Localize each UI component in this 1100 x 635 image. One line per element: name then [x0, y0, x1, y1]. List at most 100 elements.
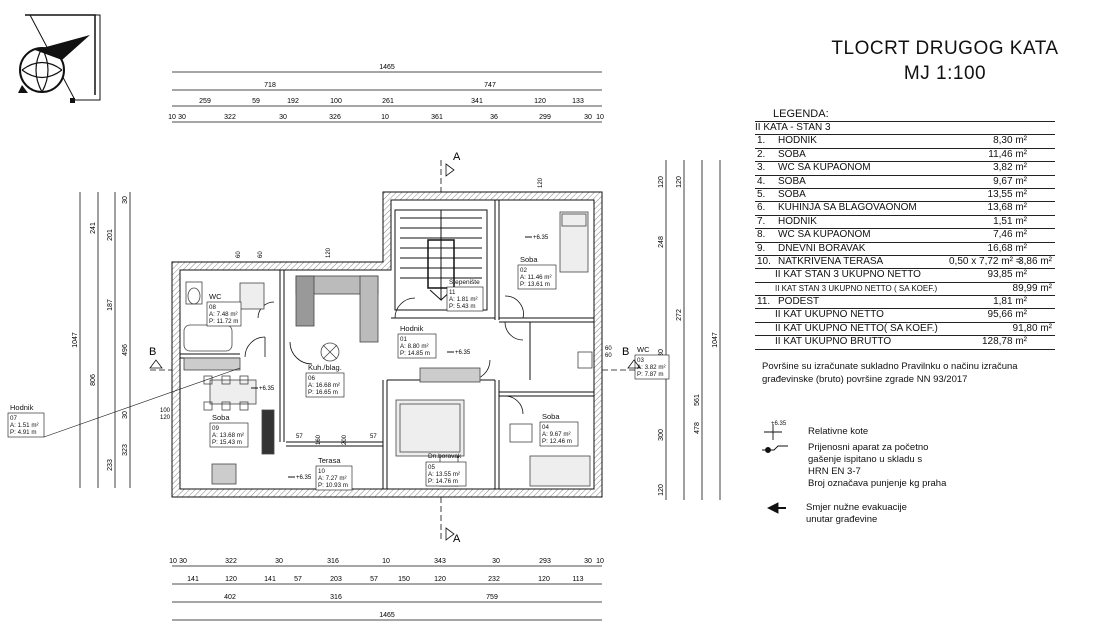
room-tag-soba-02: Soba 02 A: 11.46 m² P: 13.61 m	[517, 255, 557, 290]
dim-top-3-3: 100	[330, 98, 342, 105]
dim-bot-2-2: 141	[264, 576, 276, 583]
svg-text:P: 16.65 m: P: 16.65 m	[308, 389, 338, 396]
svg-text:04: 04	[542, 424, 549, 431]
svg-text:01: 01	[400, 336, 407, 343]
svg-text:Stepenište: Stepenište	[449, 279, 480, 286]
svg-text:P: 4.91 m: P: 4.91 m	[10, 429, 36, 436]
level-mark-1: +6.35	[251, 386, 275, 392]
dim-bot-2-5: 57	[370, 576, 378, 583]
dim-top-3-4: 261	[382, 98, 394, 105]
dim-top-3-1: 59	[252, 98, 260, 105]
svg-text:P: 5.43 m: P: 5.43 m	[449, 303, 475, 310]
svg-text:03: 03	[637, 357, 644, 364]
dim-top-3-6: 120	[534, 98, 546, 105]
legend-extinguisher-label: Prijenosni aparat za početno gašenje isp…	[808, 442, 947, 489]
level-sample-label: +6.35	[771, 421, 787, 427]
dim-bot-1-4: 316	[327, 558, 339, 565]
dim-left-0: 241	[90, 222, 97, 234]
svg-text:+6.35: +6.35	[259, 386, 275, 392]
opening-dim-5: 60	[605, 346, 612, 352]
section-b-right: B	[622, 346, 629, 358]
room-tag-kuhinja-06: Kuh./blag. 06 A: 16.68 m² P: 16.65 m	[305, 363, 345, 398]
dim-bot-1-6: 343	[434, 558, 446, 565]
opening-dim-7: 100	[160, 408, 171, 414]
opening-dim-8: 120	[160, 415, 171, 421]
svg-text:08: 08	[209, 304, 216, 311]
drawing-scale: MJ 1:100	[903, 63, 987, 84]
dim-right-sub: 561	[694, 394, 701, 406]
dim-top-b: 747	[484, 82, 496, 89]
section-a-bottom: A	[453, 533, 461, 545]
level-mark-4: +6.35	[288, 475, 312, 481]
room-tag-wc-03: WC 03 A: 3.82 m² P: 7.87 m	[634, 345, 670, 380]
svg-text:+6.35: +6.35	[455, 350, 471, 356]
svg-text:+6.35: +6.35	[533, 235, 549, 241]
svg-text:A: 13.55 m²: A: 13.55 m²	[428, 471, 460, 478]
dim-bot-2-3: 57	[294, 576, 302, 583]
dim-top-4-7: 36	[490, 114, 498, 121]
dim-top-3-7: 133	[572, 98, 584, 105]
legend-kote-label: Relativne kote	[808, 426, 869, 437]
svg-text:Soba: Soba	[520, 255, 538, 264]
dim-top-4-0: 10	[168, 114, 176, 121]
svg-text:02: 02	[520, 267, 527, 274]
room-tag-hodnik-07: Hodnik 07 A: 1.51 m² P: 4.91 m	[7, 367, 241, 438]
dim-top-3-0: 259	[199, 98, 211, 105]
dim-bot-1-8: 293	[539, 558, 551, 565]
opening-dim-1: 60	[236, 251, 242, 258]
legend-total-net-koef: II KAT UKUPNO NETTO( SA KOEF.)91,80 m²	[755, 323, 1055, 337]
svg-text:Hodnik: Hodnik	[400, 324, 424, 333]
legend-section: II KATA - STAN 3	[755, 121, 1055, 136]
opening-dim-2: 60	[258, 251, 264, 258]
dim-top-4-8: 299	[539, 114, 551, 121]
svg-text:Hodnik: Hodnik	[10, 403, 34, 412]
svg-text:P: 14.76 m: P: 14.76 m	[428, 478, 458, 485]
dimensions-top	[172, 71, 602, 123]
section-markers	[149, 160, 641, 541]
dim-bot-1-9: 30	[584, 558, 592, 565]
svg-text:Dn.boravak: Dn.boravak	[428, 453, 462, 460]
dim-bot-1-2: 322	[225, 558, 237, 565]
floor-plan: 1465 718 747 259 59 192 100 261 341 120 …	[7, 14, 721, 621]
dim-left-sub: 806	[90, 374, 97, 386]
section-a-top: A	[453, 151, 461, 163]
svg-text:A: 7.27 m²: A: 7.27 m²	[318, 475, 347, 482]
dim-left-5: 233	[107, 459, 114, 471]
svg-text:A: 7.48 m²: A: 7.48 m²	[209, 311, 238, 318]
dim-top-4-3: 30	[279, 114, 287, 121]
svg-text:A: 16.68 m²: A: 16.68 m²	[308, 382, 340, 389]
legend-symbol-icons	[762, 424, 788, 514]
dim-right-5: 300	[658, 429, 665, 441]
svg-text:WC: WC	[209, 292, 222, 301]
svg-text:A: 1.81 m²: A: 1.81 m²	[449, 296, 478, 303]
dim-bot-1-10: 10	[596, 558, 604, 565]
svg-text:A: 11.46 m²: A: 11.46 m²	[520, 274, 552, 281]
opening-dim-6: 60	[605, 353, 612, 359]
dim-right-2: 248	[658, 236, 665, 248]
svg-text:09: 09	[212, 425, 219, 432]
svg-text:05: 05	[428, 464, 435, 471]
level-mark-2: +6.35	[447, 350, 471, 356]
dim-top-4-6: 361	[431, 114, 443, 121]
opening-dim-11: 200	[342, 434, 348, 445]
room-tag-hodnik-01: Hodnik 01 A: 8.80 m² P: 14.85 m	[397, 324, 437, 359]
svg-text:A: 13.68 m²: A: 13.68 m²	[212, 432, 244, 439]
room-tag-boravak-05: Dn.boravak 05 A: 13.55 m² P: 14.76 m	[425, 453, 467, 487]
drawing-title-main: TLOCRT DRUGOG KATA	[831, 38, 1059, 59]
dim-right-6: 478	[694, 422, 701, 434]
svg-text:P: 10.93 m: P: 10.93 m	[318, 482, 348, 489]
legend-heading: LEGENDA:	[773, 108, 829, 120]
dim-left-7: 30	[122, 411, 129, 419]
legend-net-koef: II KAT STAN 3 UKUPNO NETTO ( SA KOEF.)89…	[755, 283, 1055, 297]
